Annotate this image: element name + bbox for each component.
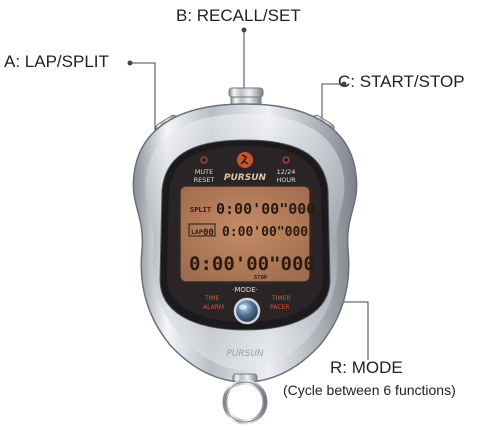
lap-count: 00 — [203, 228, 214, 238]
main-time: 0:00'00"000 — [189, 253, 315, 275]
callout-lap-split: A: LAP/SPLIT — [4, 52, 109, 71]
callout-mode-note: (Cycle between 6 functions) — [283, 382, 456, 398]
reset-label: RESET — [194, 176, 215, 184]
mode-button[interactable] — [233, 297, 261, 325]
stop-indicator: STOP — [254, 275, 268, 281]
lap-label: LAP — [191, 228, 203, 236]
bezel-brand: PURSUN — [226, 349, 264, 359]
hour-mode-icon — [282, 156, 290, 164]
mode-label: ·MODE· — [232, 286, 258, 294]
lcd-display — [179, 185, 311, 283]
split-time: 0:00'00"000 — [216, 200, 315, 218]
pacer-label: PACER — [270, 304, 289, 311]
hour-mode-label: 12/24 — [277, 168, 296, 176]
lap-time: 0:00'00"000 — [222, 225, 308, 240]
split-label: SPLIT — [190, 206, 211, 214]
callout-recall-set: B: RECALL/SET — [176, 6, 301, 25]
time-label: TIME — [204, 295, 220, 302]
callout-mode: R: MODE — [330, 358, 403, 377]
alarm-label: ALARM — [203, 304, 224, 311]
callout-start-stop: C: START/STOP — [338, 72, 465, 91]
timer-label: TIMER — [271, 295, 291, 302]
mute-reset-icon — [200, 156, 208, 164]
hour-label: HOUR — [276, 176, 296, 184]
mute-label: MUTE — [195, 168, 213, 176]
brand-name: PURSUN — [224, 173, 267, 183]
